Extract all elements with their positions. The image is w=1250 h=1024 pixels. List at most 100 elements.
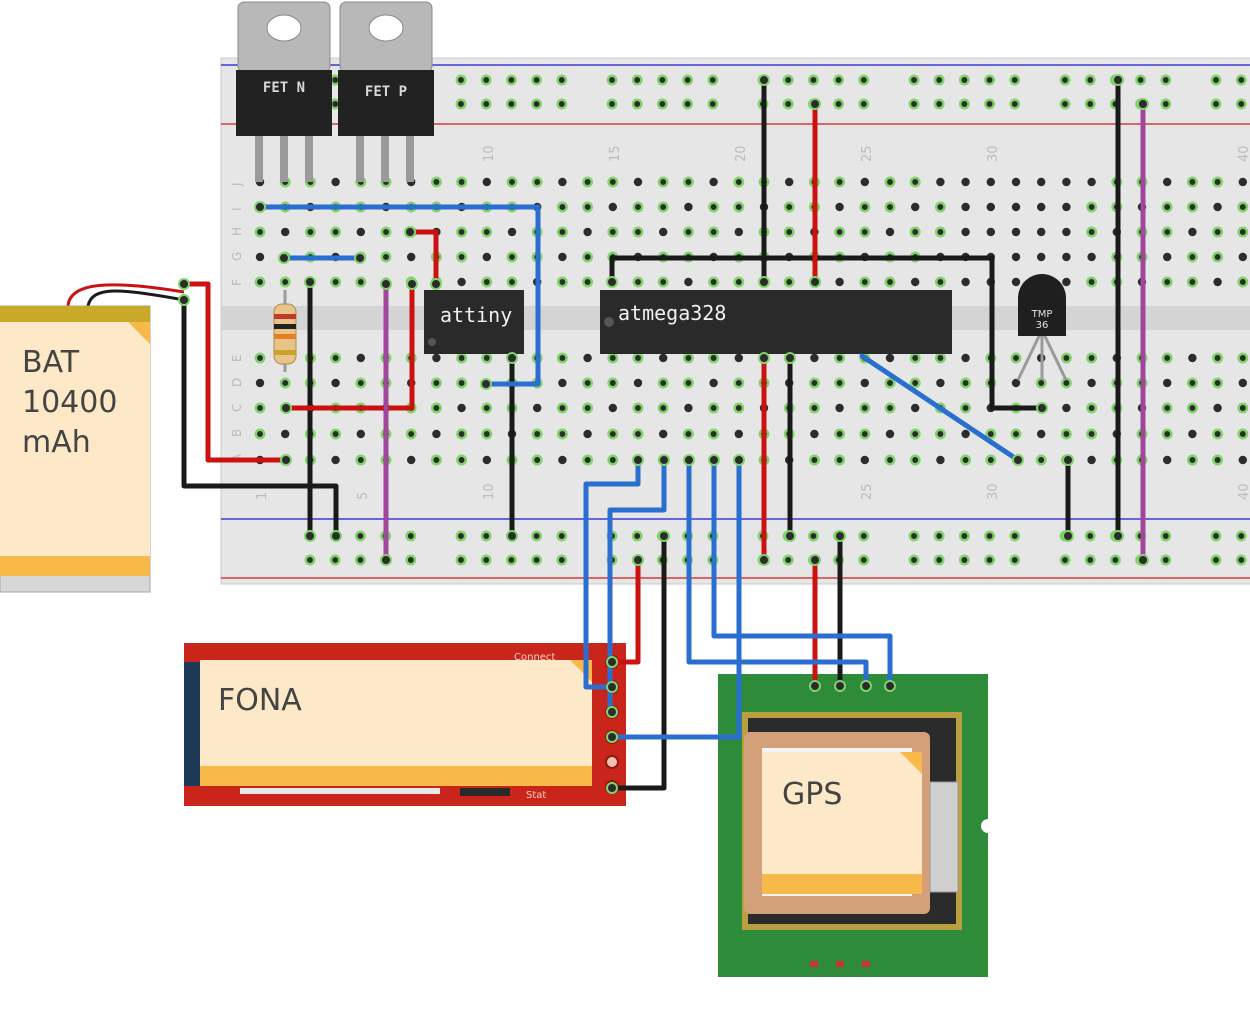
row-letter: G xyxy=(230,252,244,261)
wire-end xyxy=(1036,402,1048,414)
breadboard-hole xyxy=(1011,202,1021,212)
battery-label-line2: 10400 xyxy=(22,385,117,420)
breadboard-hole xyxy=(1160,74,1172,86)
breadboard-hole xyxy=(656,74,668,86)
breadboard-hole xyxy=(834,176,846,188)
breadboard-hole xyxy=(682,377,694,389)
breadboard-hole xyxy=(405,554,417,566)
breadboard-hole xyxy=(481,402,493,414)
breadboard-hole xyxy=(481,428,493,440)
breadboard-hole xyxy=(558,252,567,262)
breadboard-hole xyxy=(1037,252,1046,262)
breadboard-hole xyxy=(1213,277,1222,287)
breadboard-hole xyxy=(380,251,392,263)
breadboard-hole xyxy=(1062,252,1071,262)
breadboard-hole xyxy=(961,277,970,287)
breadboard-hole xyxy=(354,554,366,566)
breadboard-hole xyxy=(481,352,493,364)
breadboard-hole xyxy=(782,554,794,566)
wire-end xyxy=(809,554,821,566)
breadboard-hole xyxy=(684,403,693,413)
breadboard-hole xyxy=(1060,377,1072,389)
breadboard-hole xyxy=(834,428,846,440)
breadboard-hole xyxy=(810,429,819,439)
breadboard-hole xyxy=(279,276,291,288)
breadboard-hole xyxy=(1062,202,1071,212)
breadboard-hole xyxy=(1060,352,1072,364)
breadboard-hole xyxy=(556,276,568,288)
breadboard-hole xyxy=(808,402,820,414)
breadboard-hole xyxy=(556,74,568,86)
breadboard-hole xyxy=(531,428,543,440)
breadboard-hole xyxy=(1086,226,1098,238)
breadboard-hole xyxy=(960,454,972,466)
breadboard-hole xyxy=(1160,98,1172,110)
wire-end xyxy=(834,680,846,692)
breadboard-hole xyxy=(354,530,366,542)
breadboard-hole xyxy=(961,353,970,363)
breadboard-hole xyxy=(985,428,997,440)
wire-red xyxy=(609,557,641,665)
breadboard-hole xyxy=(657,377,669,389)
wire-end xyxy=(380,278,392,290)
breadboard-hole xyxy=(632,201,644,213)
wire-end xyxy=(606,782,618,794)
wire-end xyxy=(758,276,770,288)
wire-end xyxy=(658,530,670,542)
wire-end xyxy=(809,98,821,110)
breadboard-hole xyxy=(934,428,946,440)
breadboard-hole xyxy=(1011,177,1021,187)
breadboard-hole xyxy=(984,554,996,566)
breadboard-hole xyxy=(405,530,417,542)
breadboard-hole xyxy=(1060,428,1072,440)
wire-end xyxy=(480,378,492,390)
breadboard-hole xyxy=(884,276,896,288)
breadboard-hole xyxy=(884,454,896,466)
wires xyxy=(181,77,1146,791)
wire-end xyxy=(1137,98,1149,110)
breadboard-hole xyxy=(1238,177,1248,187)
resistor xyxy=(273,290,297,372)
wire-end xyxy=(834,530,846,542)
wire-red xyxy=(407,229,439,287)
breadboard-hole xyxy=(279,377,291,389)
breadboard-hole xyxy=(1186,251,1198,263)
column-number: 30 xyxy=(986,483,1001,500)
fona-module: FONA Connect Stat xyxy=(184,643,626,806)
breadboard-hole xyxy=(356,429,365,439)
breadboard-hole xyxy=(1163,252,1172,262)
breadboard-hole xyxy=(1210,98,1222,110)
breadboard-hole xyxy=(859,402,871,414)
breadboard-hole xyxy=(1062,177,1071,187)
breadboard-hole xyxy=(254,276,266,288)
breadboard-hole xyxy=(709,177,718,187)
row-letter: D xyxy=(230,378,244,387)
breadboard-hole xyxy=(1009,554,1021,566)
breadboard-hole xyxy=(860,177,869,187)
wire-end xyxy=(254,201,266,213)
breadboard-hole xyxy=(1062,277,1071,287)
breadboard-hole xyxy=(355,276,367,288)
breadboard-hole xyxy=(884,402,896,414)
breadboard-hole xyxy=(1011,252,1021,262)
breadboard-hole xyxy=(430,402,442,414)
breadboard-hole xyxy=(657,402,669,414)
breadboard-hole xyxy=(631,98,643,110)
breadboard-hole xyxy=(482,455,491,465)
breadboard-hole xyxy=(961,227,970,237)
column-number: 25 xyxy=(860,483,875,500)
breadboard-hole xyxy=(1062,403,1071,413)
breadboard-hole xyxy=(355,377,367,389)
breadboard-hole xyxy=(254,428,266,440)
breadboard-hole xyxy=(1212,352,1224,364)
breadboard-hole xyxy=(380,226,392,238)
column-number: 40 xyxy=(1237,145,1250,162)
breadboard-hole xyxy=(708,402,720,414)
breadboard-hole xyxy=(1237,428,1249,440)
breadboard-hole xyxy=(582,402,594,414)
breadboard-hole xyxy=(482,252,491,262)
wire-blue xyxy=(711,457,893,689)
breadboard-hole xyxy=(934,276,946,288)
breadboard-hole xyxy=(1237,352,1249,364)
breadboard-hole xyxy=(407,455,416,465)
